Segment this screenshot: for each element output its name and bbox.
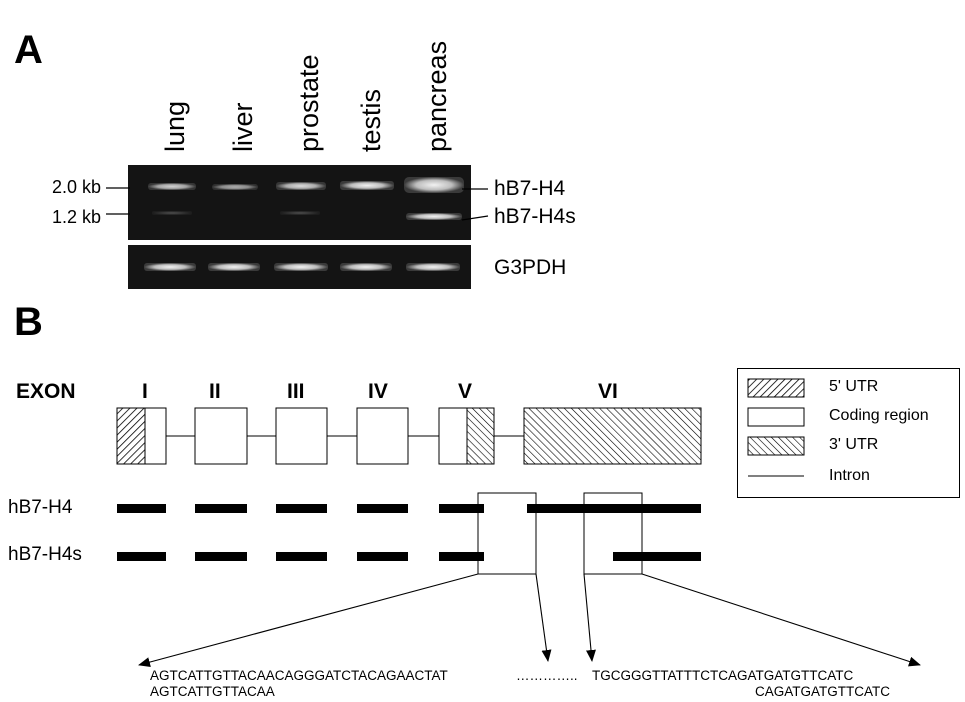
sequence-top-right: TGCGGGTTATTTCTCAGATGATGTTCATC	[592, 668, 854, 683]
exon-heading: EXON	[16, 380, 76, 403]
legend-swatch-utr5	[747, 378, 805, 398]
band-lung-g3pdh	[144, 263, 196, 271]
band-label-hb7-h4s: hB7-H4s	[494, 205, 576, 228]
band-pancreas-lower	[406, 213, 462, 220]
legend-label-intron: Intron	[829, 467, 870, 484]
band-prostate-g3pdh	[274, 263, 328, 271]
row-label-hb7-h4s: hB7-H4s	[8, 544, 82, 565]
exon-5-coding	[438, 407, 468, 465]
sequence-top-left: AGTCATTGTTACAACAGGGATCTACAGAACTAT	[150, 668, 448, 683]
exon-1-utr5	[116, 407, 146, 465]
band-pancreas-g3pdh	[406, 263, 460, 271]
panel-a-letter: A	[14, 28, 43, 72]
band-pancreas-upper	[404, 177, 464, 193]
exon-label-6: VI	[598, 380, 618, 403]
junction-box-left	[477, 492, 537, 575]
sequence-bottom-right: CAGATGATGTTCATC	[755, 684, 890, 699]
exon-label-4: IV	[368, 380, 388, 403]
junction-box-right	[583, 492, 643, 575]
band-lung-upper	[148, 183, 196, 190]
legend-label-utr5: 5' UTR	[829, 378, 879, 395]
exon-4-coding	[356, 407, 409, 465]
band-testis-g3pdh	[340, 263, 392, 271]
exon-3-coding	[275, 407, 328, 465]
sequence-bottom-left: AGTCATTGTTACAA	[150, 684, 275, 699]
band-prostate-upper	[276, 182, 326, 190]
legend: 5' UTR Coding region 3' UTR Intron	[737, 368, 960, 498]
legend-swatches	[747, 378, 805, 477]
sequence-dots: …………..	[516, 668, 578, 683]
band-testis-upper	[340, 181, 394, 190]
size-marker-2kb: 2.0 kb	[52, 177, 102, 197]
control-gel-image	[128, 245, 471, 289]
control-label-g3pdh: G3PDH	[494, 256, 567, 279]
legend-label-coding: Coding region	[829, 407, 929, 424]
panel-b-letter: B	[14, 300, 43, 344]
legend-swatch-utr3	[747, 436, 805, 456]
band-prostate-lower	[280, 211, 320, 215]
exon-label-3: III	[287, 380, 305, 403]
exon-5-utr3	[466, 407, 495, 465]
exon-label-1: I	[142, 380, 148, 403]
main-gel-image	[128, 165, 471, 240]
exon-label-2: II	[209, 380, 221, 403]
exon-2-coding	[194, 407, 248, 465]
size-marker-1.2kb: 1.2 kb	[52, 207, 102, 227]
band-liver-upper	[212, 184, 258, 190]
exon-1-coding	[144, 407, 167, 465]
legend-swatch-coding	[747, 407, 805, 427]
band-label-hb7-h4: hB7-H4	[494, 177, 566, 200]
transcript-hb7-h4	[117, 504, 701, 513]
exon-6-utr3	[523, 407, 702, 465]
band-lung-lower	[152, 211, 192, 215]
sequence-arrows	[138, 573, 921, 667]
row-label-hb7-h4: hB7-H4	[8, 497, 73, 518]
band-liver-g3pdh	[208, 263, 260, 271]
transcript-hb7-h4s	[117, 552, 701, 561]
legend-label-utr3: 3' UTR	[829, 436, 879, 453]
exon-label-5: V	[458, 380, 473, 403]
